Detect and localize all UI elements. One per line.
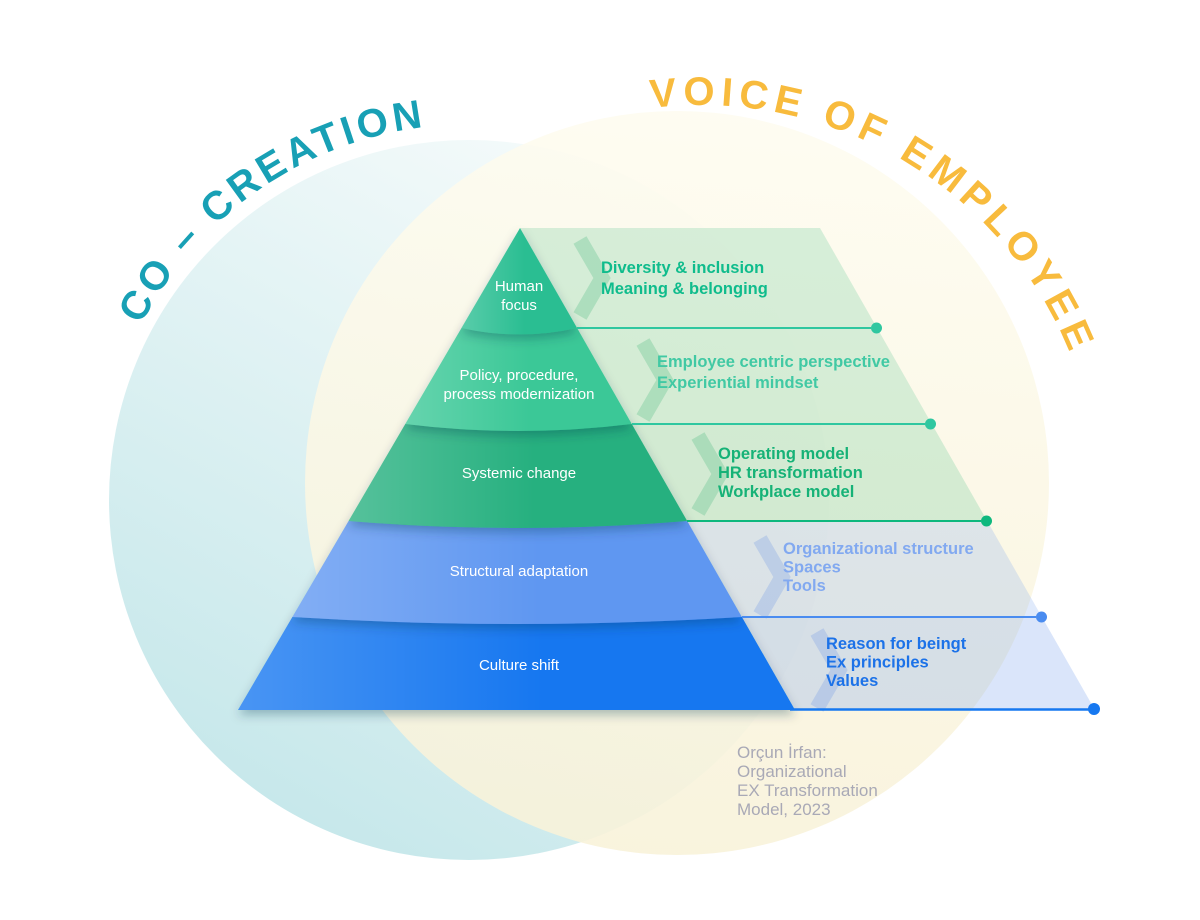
band-3-item-3: Workplace model — [718, 483, 854, 501]
connector-dot-5 — [1088, 703, 1100, 715]
band-3-item-2: HR transformation — [718, 464, 863, 482]
band-1-chevron-icon — [573, 236, 611, 320]
level-2-label-line-1: Policy, procedure, — [460, 367, 579, 384]
band-texts-group: Diversity & inclusion Meaning & belongin… — [601, 259, 974, 690]
connector-dot-4 — [1036, 611, 1047, 623]
band-5-item-2: Ex principles — [826, 654, 929, 672]
level-4-label: Structural adaptation — [450, 563, 588, 580]
connector-dot-3 — [981, 515, 992, 527]
band-4-item-2: Spaces — [783, 559, 841, 577]
pyramid-level-4-shine — [292, 521, 742, 624]
level-5-label: Culture shift — [479, 657, 560, 674]
band-1-item-1: Diversity & inclusion — [601, 259, 764, 277]
band-5-item-1: Reason for beingt — [826, 635, 967, 653]
pyramid-level-3-shine — [348, 424, 688, 528]
pyramid-group — [238, 228, 795, 710]
attribution-line-4: Model, 2023 — [737, 800, 831, 819]
band-5 — [741, 617, 1095, 710]
connector-dot-1 — [871, 322, 882, 334]
connectors-group — [577, 322, 1100, 715]
pyramid-labels-group: Human focus Policy, procedure, process m… — [444, 278, 595, 674]
band-3-chevron-icon — [691, 432, 729, 516]
bands-group — [520, 228, 1095, 712]
band-1-item-2: Meaning & belonging — [601, 280, 768, 298]
band-2-item-2: Experiential mindset — [657, 374, 819, 392]
attribution-block: Orçun İrfan: Organizational EX Transform… — [737, 743, 878, 819]
band-3 — [631, 424, 988, 521]
pyramid-level-2-shine — [405, 328, 632, 431]
attribution-line-3: EX Transformation — [737, 781, 878, 800]
band-1 — [520, 228, 878, 328]
level-2-label-line-2: process modernization — [444, 386, 595, 403]
band-2 — [577, 328, 932, 424]
band-4 — [687, 521, 1042, 617]
level-3-label: Systemic change — [462, 465, 576, 482]
band-4-chevron-icon — [753, 535, 791, 619]
band-4-item-1: Organizational structure — [783, 540, 974, 558]
pyramid-level-5-shine — [238, 617, 795, 710]
band-5-item-3: Values — [826, 672, 878, 690]
band-5-chevron-icon — [810, 628, 848, 712]
attribution-line-1: Orçun İrfan: — [737, 743, 827, 762]
connector-dot-2 — [925, 418, 936, 430]
band-2-item-1: Employee centric perspective — [657, 353, 890, 371]
level-1-label-line-1: Human — [495, 278, 543, 295]
attribution-line-2: Organizational — [737, 762, 847, 781]
pyramid-level-1-shine — [461, 228, 578, 335]
band-2-chevron-icon — [636, 338, 674, 422]
band-4-item-3: Tools — [783, 577, 826, 595]
band-3-item-1: Operating model — [718, 445, 849, 463]
level-1-label-line-2: focus — [501, 297, 537, 314]
